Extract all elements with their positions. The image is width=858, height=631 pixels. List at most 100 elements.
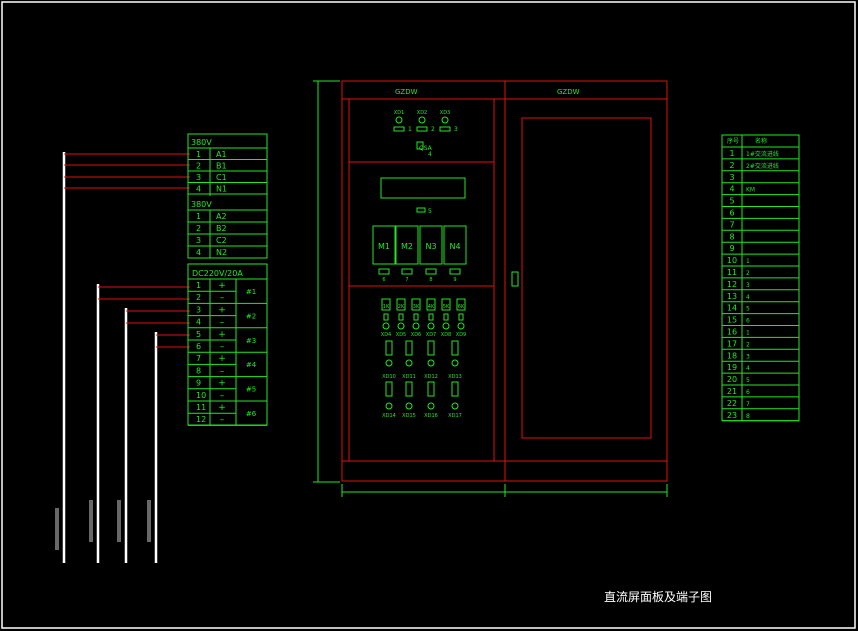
module-tag bbox=[449, 268, 461, 275]
module-tag bbox=[378, 268, 390, 275]
legend-row-num: 14 bbox=[727, 304, 737, 313]
lamp-label: XD16 bbox=[424, 413, 438, 419]
module-label: M2 bbox=[401, 242, 413, 251]
legend-row-num: 7 bbox=[729, 220, 734, 229]
cable-tag-mark bbox=[117, 500, 121, 542]
legend-header-name: 名称 bbox=[755, 137, 767, 145]
indicator-label: XD2 bbox=[417, 110, 427, 116]
ac-row-num: 2 bbox=[196, 162, 201, 171]
dc-row-num: 11 bbox=[196, 403, 206, 412]
legend-row-num: 4 bbox=[729, 185, 734, 194]
legend-row-num: 16 bbox=[727, 328, 737, 337]
legend-row-num: 3 bbox=[729, 173, 734, 182]
breaker-frame bbox=[456, 298, 466, 311]
ac-row-num: 4 bbox=[196, 248, 201, 257]
lamp-label: XD13 bbox=[448, 374, 462, 380]
lamp-icon bbox=[427, 359, 435, 367]
ac-group1-title: 380V bbox=[191, 138, 212, 147]
legend-row-name: 4 bbox=[746, 294, 750, 301]
legend-header-num: 序号 bbox=[727, 137, 739, 145]
dc-group-label: #3 bbox=[246, 337, 256, 345]
cable-tag-mark bbox=[147, 500, 151, 542]
cable-tag-mark bbox=[89, 500, 93, 542]
lamp-icon bbox=[427, 322, 435, 330]
right-handle bbox=[511, 271, 519, 287]
lamp-icon bbox=[405, 402, 413, 410]
dc-group-label: #2 bbox=[246, 312, 256, 320]
dc-row-sign: – bbox=[220, 318, 225, 328]
fuse-body bbox=[427, 340, 435, 356]
fuse-body bbox=[428, 313, 434, 321]
dc-row-num: 1 bbox=[196, 281, 201, 290]
cabinet-left-door bbox=[348, 98, 495, 462]
dc-row-num: 6 bbox=[196, 342, 201, 351]
lamp-label: XD7 bbox=[426, 332, 436, 338]
indicator-lamp bbox=[395, 116, 403, 124]
legend-row-name: 7 bbox=[746, 401, 750, 408]
indicator-tag bbox=[439, 126, 451, 132]
legend-row-num: 17 bbox=[727, 339, 737, 348]
display-number: 5 bbox=[428, 208, 432, 215]
qsa-number: 4 bbox=[428, 151, 432, 158]
ac-row-label: C2 bbox=[216, 236, 227, 245]
dc-row-num: 10 bbox=[196, 391, 206, 400]
lamp-icon bbox=[442, 322, 450, 330]
module-label: N4 bbox=[449, 242, 460, 251]
module-number: 6 bbox=[382, 277, 385, 283]
module-number: 7 bbox=[405, 277, 408, 283]
ac-row-num: 2 bbox=[196, 224, 201, 233]
fuse-body bbox=[451, 340, 459, 356]
fuse-body bbox=[413, 313, 419, 321]
ac-row-label: B2 bbox=[216, 224, 227, 233]
cabinet-right-header: GZDW bbox=[557, 88, 580, 96]
legend-row-name: KM bbox=[746, 187, 755, 194]
dc-row-sign: + bbox=[218, 403, 226, 413]
lamp-label: XD6 bbox=[411, 332, 421, 338]
breaker-frame bbox=[426, 298, 436, 311]
drawing-title: 直流屏面板及端子图 bbox=[604, 590, 712, 604]
display-tag bbox=[416, 207, 426, 213]
dc-row-sign: + bbox=[218, 354, 226, 364]
module-frame bbox=[372, 225, 396, 265]
legend-row-num: 20 bbox=[727, 375, 737, 384]
legend-row-name: 5 bbox=[746, 306, 750, 313]
lamp-icon bbox=[385, 402, 393, 410]
legend-row-num: 13 bbox=[727, 292, 737, 301]
lamp-icon bbox=[382, 322, 390, 330]
indicator-lamp bbox=[418, 116, 426, 124]
ac-row-num: 3 bbox=[196, 173, 201, 182]
lamp-label: XD14 bbox=[382, 413, 396, 419]
dc-row-num: 7 bbox=[196, 354, 201, 363]
dc-row-num: 3 bbox=[196, 305, 201, 314]
fuse-body bbox=[383, 313, 389, 321]
ac-row-num: 1 bbox=[196, 212, 201, 221]
lamp-icon bbox=[412, 322, 420, 330]
breaker-label: 3K bbox=[413, 304, 420, 310]
ac-row-label: A2 bbox=[216, 212, 227, 221]
lamp-icon bbox=[427, 402, 435, 410]
ac-row-label: N1 bbox=[216, 185, 227, 194]
cabinet-right-window bbox=[521, 117, 652, 439]
fuse-body bbox=[405, 340, 413, 356]
display-window bbox=[380, 177, 466, 199]
lamp-icon bbox=[385, 359, 393, 367]
module-number: 9 bbox=[453, 277, 456, 283]
ac-row-label: C1 bbox=[216, 173, 227, 182]
fuse-body bbox=[405, 381, 413, 397]
dc-row-num: 9 bbox=[196, 379, 201, 388]
lamp-label: XD5 bbox=[396, 332, 406, 338]
dc-group-label: #6 bbox=[246, 410, 257, 418]
legend-row-num: 8 bbox=[729, 232, 734, 241]
lamp-icon bbox=[451, 402, 459, 410]
lamp-icon bbox=[457, 322, 465, 330]
ac-row-label: B1 bbox=[216, 162, 227, 171]
legend-row-name: 2 bbox=[746, 341, 750, 348]
qsa-switch bbox=[416, 141, 424, 150]
dc-row-sign: + bbox=[218, 330, 226, 340]
indicator-lamp bbox=[441, 116, 449, 124]
terminal-block-dc: DC220V/20A 1+2–3+4–5+6–7+8–9+10–11+12–#1… bbox=[187, 263, 268, 426]
